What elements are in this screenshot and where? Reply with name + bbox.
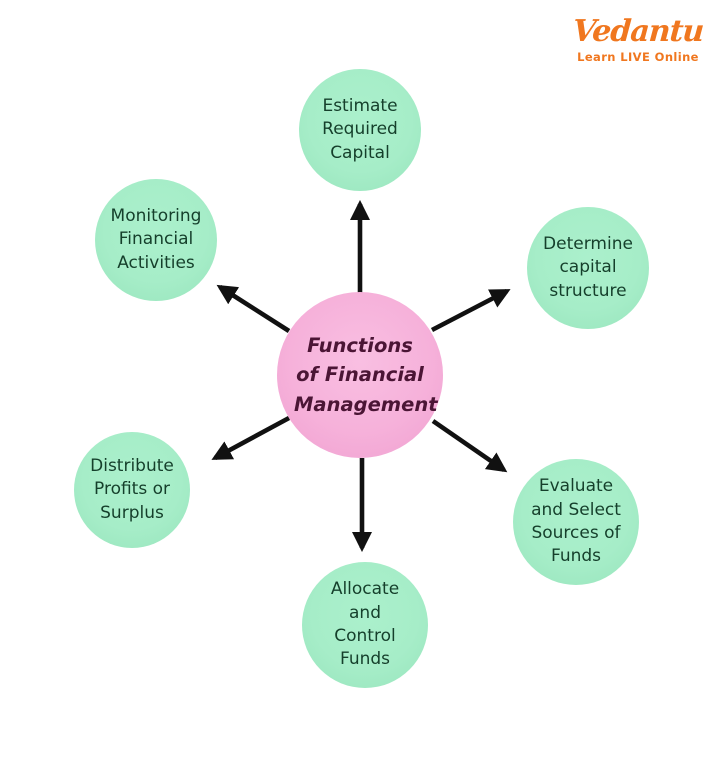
node-distribute-profits-or-surplus: Distribute Profits or Surplus <box>74 432 190 548</box>
vedantu-logo: Vedantu Learn LIVE Online <box>568 14 708 64</box>
node-label: Estimate Required Capital <box>322 95 398 163</box>
node-label: Allocate and Control Funds <box>330 579 400 670</box>
node-determine-capital-structure: Determine capital structure <box>527 207 649 329</box>
node-allocate-and-control-funds: Allocate and Control Funds <box>302 562 428 688</box>
vedantu-tagline: Learn LIVE Online <box>577 50 699 64</box>
node-estimate-required-capital: Estimate Required Capital <box>299 69 421 191</box>
arrow-to-monitoring-financial-activities <box>216 284 291 333</box>
node-label: Determine capital structure <box>543 233 633 301</box>
node-label: Evaluate and Select Sources of Funds <box>531 476 621 567</box>
node-label: Distribute Profits or Surplus <box>90 455 174 523</box>
central-node-label: Functions of Financial Management <box>294 334 438 416</box>
arrow-to-determine-capital-structure <box>430 288 511 333</box>
arrow-to-evaluate-and-select-sources <box>431 419 508 473</box>
arrow-to-distribute-profits-or-surplus <box>211 415 291 461</box>
central-node-functions-of-financial-management: Functions of Financial Management <box>277 292 443 458</box>
node-monitoring-financial-activities: Monitoring Financial Activities <box>95 179 217 301</box>
node-evaluate-and-select-sources: Evaluate and Select Sources of Funds <box>513 459 639 585</box>
node-label: Monitoring Financial Activities <box>110 205 202 273</box>
